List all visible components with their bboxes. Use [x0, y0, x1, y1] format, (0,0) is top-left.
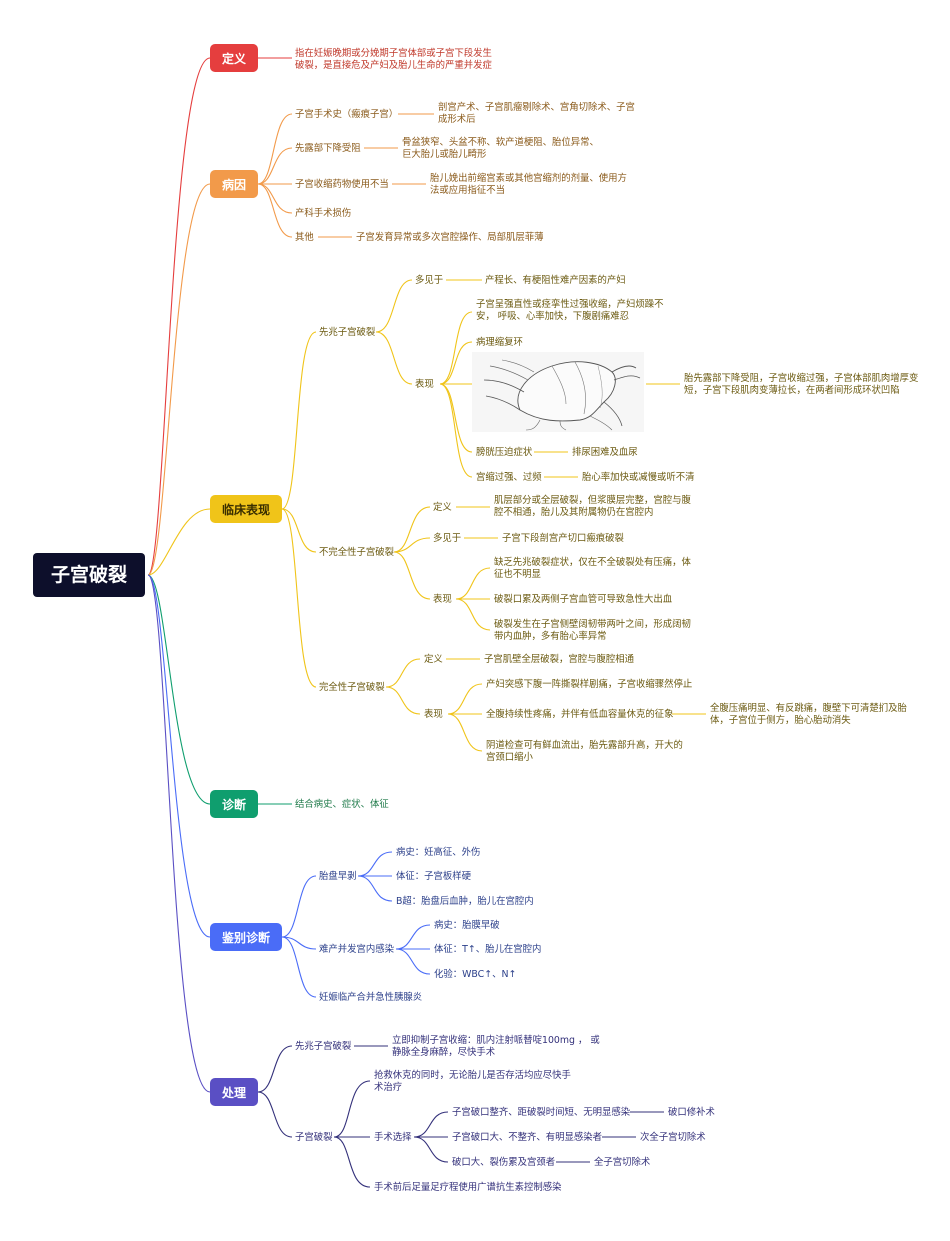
surgery-choice-label: 手术选择 — [374, 1131, 412, 1143]
root-connectors — [147, 57, 211, 1093]
complete-sign-3: 阴道检查可有鲜血流出，胎先露部升高，开大的 宫颈口缩小 — [486, 739, 686, 763]
cause-detail-surgery: 剖宫产术、子宫肌瘤剔除术、宫角切除术、子宫 成形术后 — [438, 101, 638, 125]
clinical-connectors — [281, 279, 706, 752]
strong-contraction-text: 胎心率加快或减慢或听不清 — [582, 471, 695, 483]
surgery-option-3-condition: 破口大、裂伤累及宫颈者 — [452, 1156, 555, 1168]
incomplete-common-text: 子宫下段剖宫产切口瘢痕破裂 — [502, 532, 624, 544]
complete-signs-label: 表现 — [424, 708, 443, 720]
incomplete-signs-label: 表现 — [433, 593, 452, 605]
incomplete-rupture-label: 不完全性子宫破裂 — [319, 546, 394, 558]
definition-text: 指在妊娠晚期或分娩期子宫体部或子宫下段发生 破裂，是直接危及产妇及胎儿生命的严重… — [295, 47, 495, 71]
diagnosis-text: 结合病史、症状、体征 — [295, 798, 389, 810]
strong-contraction-label: 宫缩过强、过频 — [476, 471, 542, 483]
complete-sign-2: 全腹持续性疼痛，并伴有低血容量休克的征象 — [486, 708, 674, 720]
placental-ultrasound: B超：胎盘后血肿，胎儿在宫腔内 — [396, 895, 534, 907]
cause-connectors — [257, 113, 434, 238]
placental-abruption-label: 胎盘早剥 — [319, 870, 357, 882]
infection-sign: 体征：T↑、胎儿在宫腔内 — [434, 943, 541, 955]
threatened-common-text: 产程长、有梗阻性难产因素的产妇 — [485, 274, 626, 286]
threatened-rupture-label: 先兆子宫破裂 — [319, 326, 375, 338]
diagnosis-label: 诊断 — [222, 797, 246, 812]
differential-label: 鉴别诊断 — [221, 930, 270, 945]
treatment-label: 处理 — [221, 1085, 246, 1100]
branch-diagnosis[interactable]: 诊断 — [210, 790, 258, 818]
threatened-signs-label: 表现 — [415, 378, 434, 390]
treat-rupture-label: 子宫破裂 — [295, 1131, 333, 1143]
uterus-illustration — [472, 352, 644, 432]
incomplete-sign-3: 破裂发生在子宫侧壁阔韧带两叶之间，形成阔韧 带内血肿，多有胎心率异常 — [494, 618, 694, 642]
infection-label: 难产并发宫内感染 — [319, 943, 395, 955]
infection-history: 病史：胎膜早破 — [434, 919, 500, 931]
incomplete-sign-1: 缺乏先兆破裂症状，仅在不全破裂处有压痛，体 征也不明显 — [494, 556, 694, 580]
branch-cause[interactable]: 病因 — [210, 170, 258, 198]
cause-item-other: 其他 — [295, 231, 314, 243]
complete-rupture-label: 完全性子宫破裂 — [319, 681, 385, 693]
cause-detail-other: 子宫发育异常或多次宫腔操作、局部肌层菲薄 — [356, 231, 544, 243]
surgery-option-1-action: 破口修补术 — [668, 1106, 715, 1118]
surgery-option-3-action: 全子宫切除术 — [594, 1156, 650, 1168]
pancreatitis-label: 妊娠临产合并急性胰腺炎 — [319, 991, 422, 1003]
cause-label: 病因 — [222, 177, 246, 192]
incomplete-sign-2: 破裂口累及两侧子宫血管可导致急性大出血 — [494, 593, 672, 605]
root-title: 子宫破裂 — [51, 563, 127, 586]
cause-detail-obstruction: 骨盆狭窄、头盆不称、软产道梗阻、胎位异常、 巨大胎儿或胎儿畸形 — [402, 136, 602, 160]
pathological-ring-label: 病理缩复环 — [476, 336, 523, 348]
infection-lab: 化验：WBC↑、N↑ — [434, 968, 516, 980]
cause-item-drug: 子宫收缩药物使用不当 — [295, 178, 389, 190]
incomplete-def-text: 肌层部分或全层破裂，但浆膜层完整，宫腔与腹 腔不相通，胎儿及其附属物仍在宫腔内 — [494, 494, 694, 518]
complete-sign-2-note: 全腹压痛明显、有反跳痛，腹壁下可清楚扪及胎 体，子宫位于侧方，胎心胎动消失 — [710, 702, 910, 726]
differential-connectors — [281, 851, 431, 998]
cause-item-injury: 产科手术损伤 — [295, 207, 351, 219]
placental-history: 病史：妊高征、外伤 — [396, 846, 480, 858]
branch-treatment[interactable]: 处理 — [210, 1078, 258, 1106]
bladder-symptom-text: 排尿困难及血尿 — [572, 446, 638, 458]
antibiotic-text: 手术前后足量足疗程使用广谱抗生素控制感染 — [374, 1181, 562, 1193]
incomplete-common-label: 多见于 — [433, 532, 461, 544]
placental-sign: 体征：子宫板样硬 — [396, 870, 472, 882]
surgery-option-2-action: 次全子宫切除术 — [640, 1131, 706, 1143]
root-node[interactable]: 子宫破裂 — [33, 553, 145, 597]
threatened-sign-contraction: 子宫呈强直性或痉挛性过强收缩，产妇烦躁不 安， 呼吸、心率加快，下腹剧痛难忍 — [476, 298, 667, 322]
cause-detail-drug: 胎儿娩出前缩宫素或其他宫缩剂的剂量、使用方 法或应用指征不当 — [430, 172, 630, 196]
treatment-connectors — [257, 1045, 664, 1188]
treat-threatened-label: 先兆子宫破裂 — [295, 1040, 351, 1052]
definition-label: 定义 — [222, 51, 247, 66]
incomplete-def-label: 定义 — [433, 501, 452, 513]
surgery-option-2-condition: 子宫破口大、不整齐、有明显感染者 — [452, 1131, 602, 1143]
cause-item-obstruction: 先露部下降受阻 — [295, 142, 361, 154]
branch-differential[interactable]: 鉴别诊断 — [210, 923, 282, 951]
branch-clinical[interactable]: 临床表现 — [210, 495, 282, 523]
clinical-label: 临床表现 — [222, 502, 270, 517]
treat-threatened-text: 立即抑制子宫收缩：肌内注射哌替啶100mg ， 或 静脉全身麻醉，尽快手术 — [392, 1034, 603, 1058]
bladder-symptom-label: 膀胱压迫症状 — [476, 446, 533, 458]
treat-rupture-shock: 抢救休克的同时，无论胎儿是否存活均应尽快手 术治疗 — [374, 1069, 574, 1093]
complete-def-text: 子宫肌壁全层破裂，宫腔与腹腔相通 — [484, 653, 635, 665]
threatened-common-label: 多见于 — [415, 274, 443, 286]
cause-item-surgery: 子宫手术史（瘢痕子宫） — [295, 108, 398, 120]
pathological-ring-note: 胎先露部下降受阻，子宫收缩过强，子宫体部肌肉增厚变 短，子宫下段肌肉变薄拉长，在… — [684, 372, 921, 396]
complete-def-label: 定义 — [424, 653, 443, 665]
surgery-option-1-condition: 子宫破口整齐、距破裂时间短、无明显感染 — [452, 1106, 631, 1118]
complete-sign-1: 产妇突感下腹一阵撕裂样剧痛，子宫收缩骤然停止 — [486, 678, 692, 690]
branch-definition[interactable]: 定义 — [210, 44, 258, 72]
